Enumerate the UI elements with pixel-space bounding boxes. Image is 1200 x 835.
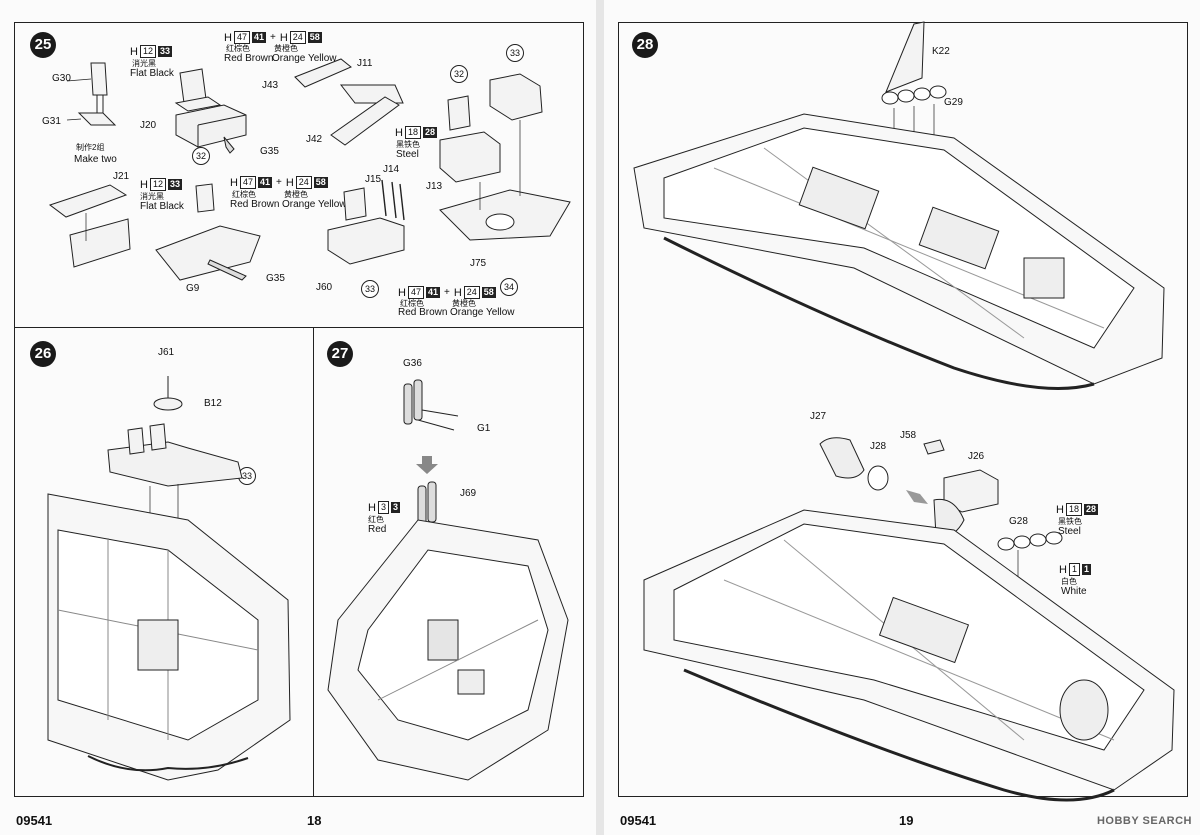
- part-g29-label: G29: [944, 97, 963, 108]
- make-two-cn: 制作2组: [76, 143, 105, 152]
- part-j43-label: J43: [262, 80, 279, 91]
- crew-compartment-illustration: [439, 73, 571, 241]
- step-27-panel: [313, 327, 584, 797]
- steel-cn: 黑铁色: [396, 140, 420, 149]
- red-brown-1-cn: 红棕色: [226, 44, 250, 53]
- subassembly-34-ref: 34: [500, 278, 518, 296]
- chassis-j21-illustration: [48, 184, 131, 268]
- left-kit-number: 09541: [16, 813, 53, 828]
- right-kit-number: 09541: [620, 813, 657, 828]
- subassembly-32-ref-a: 32: [192, 147, 210, 165]
- part-j11-label: J11: [357, 58, 373, 69]
- part-j28-label: J28: [870, 441, 887, 452]
- part-b12-label: B12: [204, 398, 222, 409]
- red-brown-3-en: Red Brown: [398, 307, 448, 318]
- white-en: White: [1061, 586, 1087, 597]
- part-j21-label: J21: [113, 171, 130, 182]
- panel-j43-j42-illustration: [294, 58, 404, 146]
- part-g1-label: G1: [477, 423, 491, 434]
- hull-interior-step26-illustration: [47, 376, 291, 781]
- part-j13-label: J13: [426, 181, 443, 192]
- part-j75-label: J75: [470, 258, 487, 269]
- steel-28-en: Steel: [1058, 526, 1081, 537]
- step-25-badge: 25: [30, 32, 56, 58]
- part-g35a-label: G35: [260, 146, 279, 157]
- part-j27-label: J27: [810, 411, 827, 422]
- steel-28-cn: 黑铁色: [1058, 517, 1082, 526]
- part-g36-label: G36: [403, 358, 422, 369]
- orange-yellow-1-en: Orange Yellow: [272, 53, 337, 64]
- orange-yellow-3-cn: 黄橙色: [452, 299, 476, 308]
- hobby-search-watermark: HOBBY SEARCH: [1096, 815, 1192, 827]
- step-26-badge: 26: [30, 341, 56, 367]
- hull-upper-illustration: [633, 21, 1165, 390]
- part-j60-label: J60: [316, 282, 333, 293]
- subassembly-32-ref-b: 32: [450, 65, 468, 83]
- red-cn: 红色: [368, 515, 384, 524]
- orange-yellow-1-cn: 黄橙色: [274, 44, 298, 53]
- flat-black-1-en: Flat Black: [130, 68, 174, 79]
- steel-en: Steel: [396, 149, 419, 160]
- step-27-badge: 27: [327, 341, 353, 367]
- subassembly-33-ref-c: 33: [238, 467, 256, 485]
- seat-box-j20-illustration: [174, 68, 247, 154]
- flat-black-1-cn: 消光黑: [132, 59, 156, 68]
- make-two-en: Make two: [74, 154, 117, 165]
- red-brown-1-en: Red Brown: [224, 53, 274, 64]
- subassembly-33-ref-b: 33: [361, 280, 379, 298]
- seat-j15-j14-j13-illustration: [327, 179, 405, 265]
- part-j42-label: J42: [306, 134, 323, 145]
- part-j15-label: J15: [365, 174, 382, 185]
- right-page-number: 19: [899, 813, 914, 828]
- part-g9-label: G9: [186, 283, 200, 294]
- orange-yellow-3-en: Orange Yellow: [450, 307, 515, 318]
- flat-black-2-cn: 消光黑: [140, 192, 164, 201]
- hull-interior-step27-illustration: [327, 379, 569, 781]
- part-j14-label: J14: [383, 164, 400, 175]
- part-g35b-label: G35: [266, 273, 285, 284]
- step-28-badge: 28: [632, 32, 658, 58]
- page-gutter: [596, 0, 604, 835]
- orange-yellow-2-en: Orange Yellow: [282, 199, 347, 210]
- red-en: Red: [368, 524, 387, 535]
- part-j69-label: J69: [460, 488, 477, 499]
- step-28-panel: [618, 22, 1188, 797]
- part-g30-label: G30: [52, 73, 71, 84]
- flat-black-2-en: Flat Black: [140, 201, 184, 212]
- orange-yellow-2-cn: 黄橙色: [284, 190, 308, 199]
- seat-chassis-g9-illustration: [155, 183, 261, 281]
- part-j58-label: J58: [900, 430, 917, 441]
- red-brown-2-en: Red Brown: [230, 199, 280, 210]
- subassembly-33-ref-a: 33: [506, 44, 524, 62]
- part-g31-label: G31: [42, 116, 61, 127]
- left-page-number: 18: [307, 813, 322, 828]
- seat-small-illustration: [66, 62, 117, 126]
- part-j26-label: J26: [968, 451, 985, 462]
- part-j20-label: J20: [140, 120, 157, 131]
- white-cn: 白色: [1061, 577, 1077, 586]
- red-brown-2-cn: 红棕色: [232, 190, 256, 199]
- red-brown-3-cn: 红棕色: [400, 299, 424, 308]
- hull-lower-illustration: [643, 437, 1175, 802]
- part-g28-label: G28: [1009, 516, 1028, 527]
- part-j61-label: J61: [158, 347, 175, 358]
- part-k22-label: K22: [932, 46, 950, 57]
